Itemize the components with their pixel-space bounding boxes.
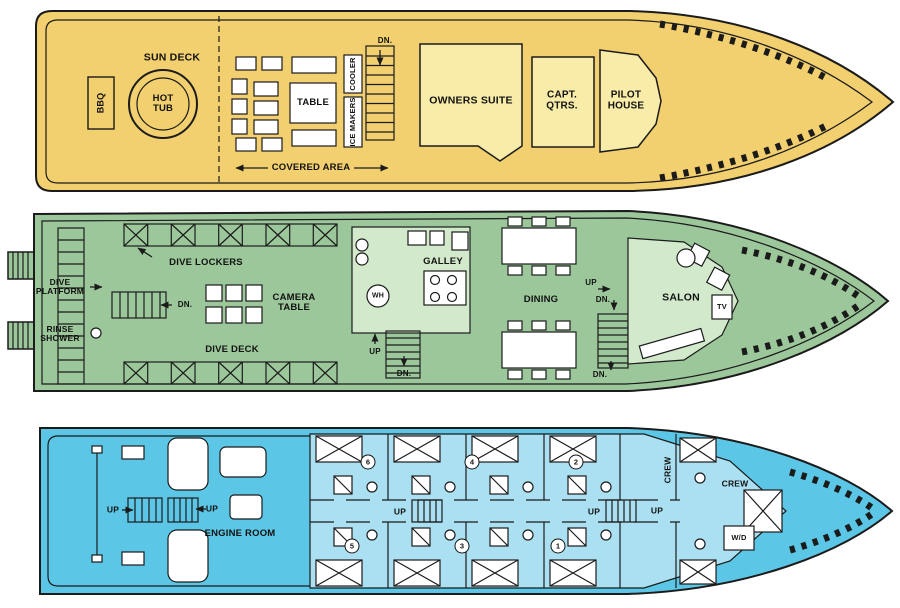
cabin-1-badge: 1 (550, 538, 566, 554)
dive-lockers-label: DIVE LOCKERS (169, 257, 243, 269)
stern-up2-label: UP (205, 503, 219, 514)
galley-label: GALLEY (423, 256, 463, 268)
rinse-shower-head (90, 327, 102, 339)
dive-lockers-bottom-row (123, 361, 338, 385)
crew-label-port: CREW (662, 456, 673, 484)
equipment-box (229, 494, 263, 520)
engine (167, 529, 209, 583)
covered-area-label: COVERED AREA (271, 162, 351, 174)
corridor-up2-label: UP (587, 506, 601, 517)
stateroom-toilets (366, 472, 706, 550)
transom-steps (57, 227, 85, 385)
washer-dryer-label: W/D (731, 533, 747, 543)
cabin-4-badge: 4 (464, 454, 480, 470)
bbq-grill (87, 76, 115, 130)
ice-makers-label: ICE MAKERS (348, 97, 358, 147)
dive-lockers-arrow (137, 247, 153, 258)
corridor-up1-label: UP (393, 506, 407, 517)
cabin-2-badge: 2 (568, 454, 584, 470)
galley-appliance (407, 230, 427, 246)
bbq-label: BBQ (95, 92, 106, 114)
engine (167, 437, 209, 491)
galley-fridge (451, 231, 469, 251)
main-dn-label: DN. (177, 299, 193, 309)
pilot-house-label: PILOT HOUSE (607, 89, 645, 111)
galley-room (351, 226, 471, 334)
dive-platform-label: DIVE PLATFORM (35, 277, 85, 296)
salon-up-label: UP (585, 277, 597, 287)
hot-tub-label: HOT TUB (152, 93, 174, 114)
dining-table-fwd (501, 320, 577, 380)
salon-room (627, 237, 739, 365)
owners-suite-room (419, 43, 523, 162)
salon-sofa (638, 327, 706, 360)
cabin-5-badge: 5 (344, 538, 360, 554)
salon-dn2-label: DN. (592, 369, 608, 379)
stateroom-beds (315, 435, 783, 587)
galley-stove (423, 270, 467, 306)
capt-qtrs-label: CAPT. QTRS. (546, 89, 578, 111)
bow-hatch (789, 468, 874, 511)
capt-qtrs-room (531, 56, 595, 148)
generator (219, 446, 267, 478)
table-label: TABLE (297, 97, 329, 109)
engine-room-label: ENGINE ROOM (204, 528, 276, 540)
galley-up-label: UP (369, 346, 381, 356)
stern-stairs-port (122, 497, 163, 523)
stern-up1-label: UP (106, 504, 120, 515)
galley-dn-label: DN. (396, 368, 412, 378)
camera-table-seats (205, 284, 263, 324)
pilot-house-room (599, 49, 662, 153)
dive-deck-stairs-down (111, 291, 172, 319)
water-heater (366, 284, 390, 308)
dive-deck-label: DIVE DECK (205, 344, 259, 356)
washer-dryer (723, 525, 755, 551)
stern-stairs-stbd (167, 497, 206, 523)
dining-label: DINING (523, 294, 559, 306)
tv-cabinet (711, 294, 733, 320)
crew-up-label: UP (650, 505, 664, 516)
sun-deck-label: SUN DECK (143, 51, 201, 64)
dive-lockers-top-row (123, 223, 338, 247)
sun-dn-label: DN. (377, 35, 393, 45)
galley-appliance (429, 230, 445, 246)
sun-deck-stairs-down (365, 45, 395, 141)
tv-label: TV (717, 302, 727, 312)
cooler-cabinet (343, 54, 363, 94)
cooler-label: COOLER (348, 57, 358, 91)
crew-label-fwd: CREW (721, 478, 749, 489)
bow-hatch (741, 303, 860, 356)
prop-shaft (91, 445, 145, 566)
salon-table (676, 248, 696, 268)
bow-hatch (789, 511, 874, 554)
water-heater-label: WH (371, 292, 385, 300)
galley-stairs (371, 330, 421, 379)
camera-table-label: CAMERA TABLE (272, 292, 316, 313)
salon-label: SALON (662, 291, 700, 304)
hot-tub (128, 69, 198, 139)
sun-loungers (231, 56, 337, 152)
dining-table-aft (501, 216, 577, 276)
ice-maker-cabinet (343, 96, 363, 148)
dive-platform-steps (7, 251, 35, 350)
bow-windshield-hatch (659, 20, 832, 84)
rinse-shower-label: RINSE SHOWER (40, 324, 80, 343)
owners-suite-label: OWNERS SUITE (429, 94, 513, 107)
corridor-stairs-aft (411, 499, 443, 523)
bow-hatch (741, 246, 860, 299)
salon-chair (705, 266, 731, 291)
galley-sink (355, 252, 369, 266)
salon-dn-label: DN. (595, 294, 611, 304)
deck-table (289, 82, 337, 124)
engine-room-equipment (167, 437, 267, 583)
galley-sink (355, 238, 369, 252)
bow-windshield-hatch (659, 120, 832, 182)
cabin-6-badge: 6 (360, 454, 376, 470)
cabin-3-badge: 3 (454, 538, 470, 554)
stateroom-showers (333, 475, 587, 547)
corridor-stairs-fwd (605, 499, 637, 523)
